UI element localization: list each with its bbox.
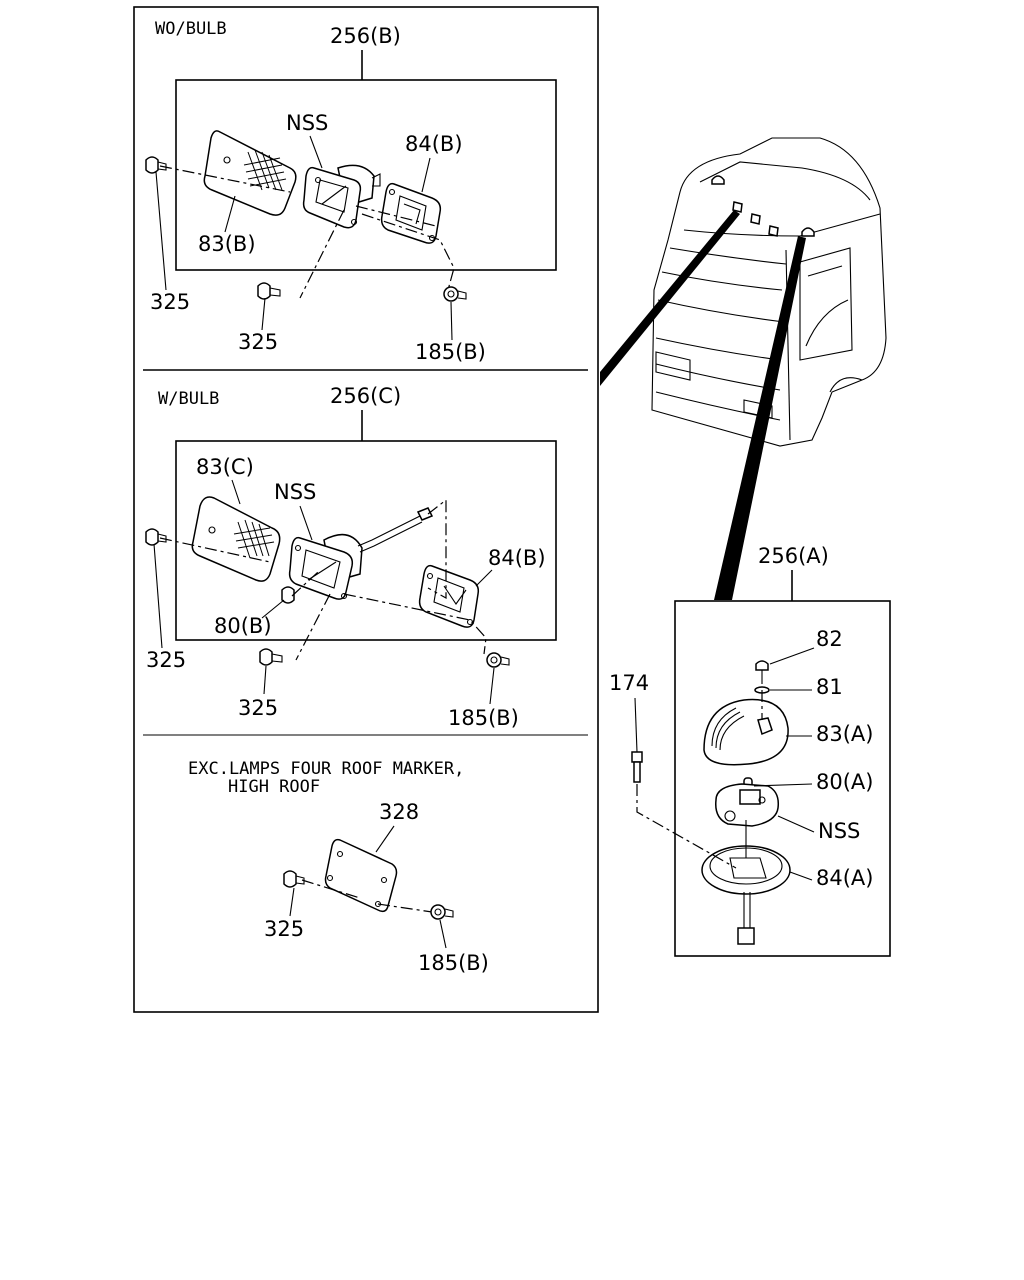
nut-icon [443, 286, 467, 302]
section-w-bulb: W/BULB 256(C) [145, 384, 557, 730]
housing-nss-icon [302, 164, 381, 229]
caption-wo-bulb: WO/BULB [155, 19, 227, 39]
nut-icon [486, 652, 510, 668]
screw-icon [145, 156, 167, 174]
label-325: 325 [264, 917, 304, 941]
label-185b: 185(B) [448, 706, 519, 730]
label-328: 328 [379, 800, 419, 824]
assembly-label-256a: 256(A) [758, 544, 829, 568]
assembly-box-256c [175, 440, 557, 641]
section-wo-bulb: WO/BULB 256(B) [145, 19, 557, 364]
label-nss: NSS [274, 480, 316, 504]
pointer-wedge-left [600, 210, 740, 386]
label-84b: 84(B) [405, 132, 463, 156]
bulb-80b-icon [281, 586, 295, 604]
label-nss: NSS [286, 111, 328, 135]
label-81: 81 [816, 675, 843, 699]
caption-w-bulb: W/BULB [158, 389, 219, 409]
label-84a: 84(A) [816, 866, 873, 890]
lens-83c-icon [191, 496, 281, 582]
screw-icon [283, 870, 305, 888]
label-82: 82 [816, 627, 843, 651]
label-185b: 185(B) [415, 340, 486, 364]
socket-nss-icon [715, 783, 780, 827]
lens-83b-icon [203, 130, 297, 216]
label-84b: 84(B) [488, 546, 546, 570]
caption-exc-line1: EXC.LAMPS FOUR ROOF MARKER, [188, 759, 464, 779]
label-83b: 83(B) [198, 232, 256, 256]
base-84b-icon [380, 182, 442, 244]
caption-exc-line2: HIGH ROOF [228, 777, 320, 797]
assembly-box-256b [175, 79, 557, 271]
nut-icon [430, 904, 454, 920]
label-174: 174 [609, 671, 649, 695]
label-325-left: 325 [150, 290, 190, 314]
blank-plate-328-icon [324, 838, 398, 913]
assembly-label-256b: 256(B) [330, 24, 401, 48]
screw-icon [257, 282, 281, 300]
screw-icon [259, 648, 283, 666]
pointer-wedge-right [714, 236, 806, 600]
screw-82-icon [755, 660, 769, 684]
section-roof-marker: 256(A) [609, 544, 891, 957]
base-84a-icon [701, 820, 791, 945]
assembly-label-256c: 256(C) [330, 384, 401, 408]
bolt-174-icon [631, 751, 643, 783]
label-325-bottom: 325 [238, 330, 278, 354]
section-exc-lamps: EXC.LAMPS FOUR ROOF MARKER, HIGH ROOF 32… [188, 759, 489, 975]
base-84b-icon [418, 564, 480, 628]
label-83c: 83(C) [196, 455, 254, 479]
housing-nss-icon [288, 507, 434, 600]
label-83a: 83(A) [816, 722, 873, 746]
screw-icon [145, 528, 167, 546]
lens-83a-icon [703, 698, 789, 766]
label-80a: 80(A) [816, 770, 873, 794]
assembly-box-256a [674, 600, 891, 957]
left-panel-frame [133, 6, 599, 1013]
label-80b: 80(B) [214, 614, 272, 638]
label-325-bottom: 325 [238, 696, 278, 720]
label-185b: 185(B) [418, 951, 489, 975]
label-325-left: 325 [146, 648, 186, 672]
label-nss: NSS [818, 819, 860, 843]
